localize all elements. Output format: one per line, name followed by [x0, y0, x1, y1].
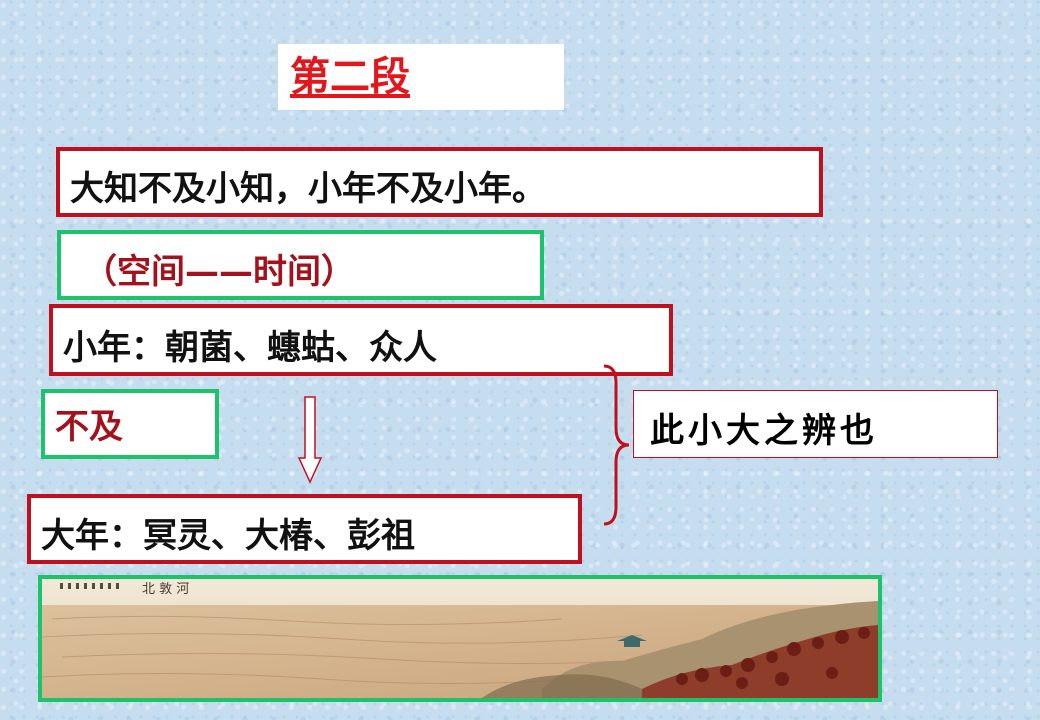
- conclusion-box: 此小大之辨也: [633, 390, 998, 458]
- conclusion-text: 此小大之辨也: [650, 411, 878, 451]
- landscape-painting-icon: 北 敦 河: [42, 579, 878, 698]
- space-time-box: （空间——时间）: [57, 230, 544, 300]
- small-year-text: 小年：朝菌、蟪蛄、众人: [63, 328, 437, 368]
- right-brace-icon: [603, 364, 630, 526]
- small-year-box: 小年：朝菌、蟪蛄、众人: [49, 304, 673, 376]
- down-arrow-icon: [298, 396, 322, 484]
- statement-text: 大知不及小知，小年不及小年。: [70, 169, 546, 209]
- not-reach-text: 不及: [55, 407, 123, 447]
- painting-inscription: 北 敦 河: [142, 581, 189, 597]
- slide-title: 第二段: [290, 54, 410, 100]
- title-box: 第二段: [278, 44, 564, 110]
- great-year-box: 大年：冥灵、大椿、彭祖: [27, 494, 582, 564]
- landscape-painting: 北 敦 河: [38, 575, 882, 702]
- statement-box: 大知不及小知，小年不及小年。: [56, 147, 823, 217]
- great-year-text: 大年：冥灵、大椿、彭祖: [41, 516, 415, 556]
- space-time-text: （空间——时间）: [83, 252, 355, 292]
- not-reach-box: 不及: [41, 389, 219, 459]
